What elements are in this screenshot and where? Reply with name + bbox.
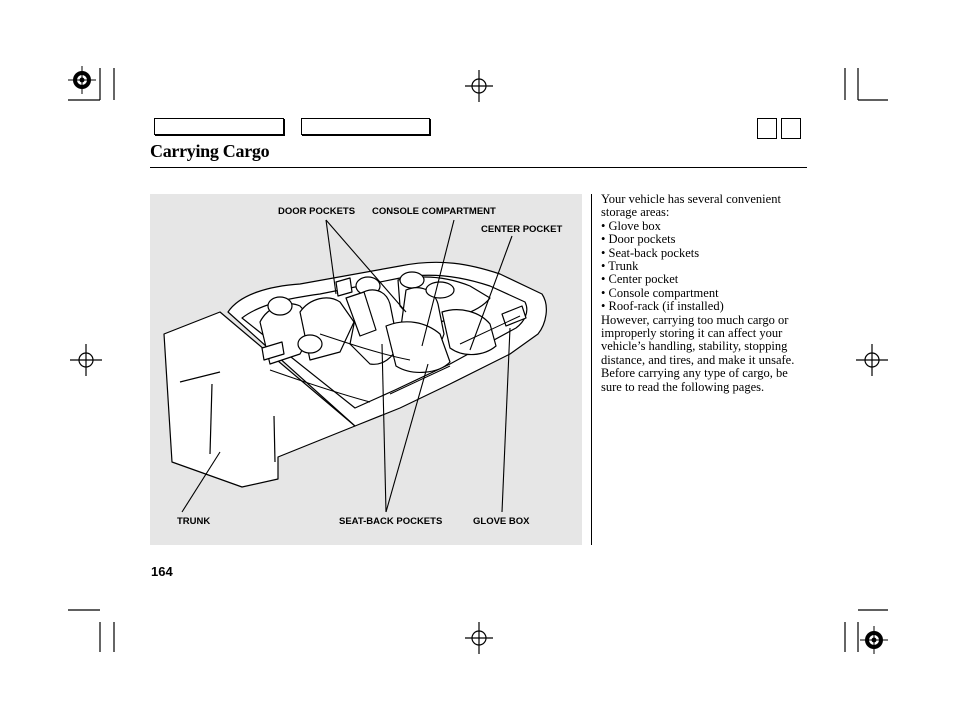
outro-paragraph: However, carrying too much cargo or impr… bbox=[601, 312, 795, 394]
nav-box-contents[interactable] bbox=[154, 118, 284, 135]
list-item: • Roof-rack (if installed) bbox=[601, 299, 724, 314]
body-text: Your vehicle has several convenient stor… bbox=[601, 192, 811, 394]
page-title: Carrying Cargo bbox=[150, 141, 270, 161]
page-number: 164 bbox=[151, 564, 173, 579]
callout-center-pocket: CENTER POCKET bbox=[481, 224, 563, 235]
list-item: • Console compartment bbox=[601, 285, 719, 300]
callout-seat-back-pockets: SEAT-BACK POCKETS bbox=[339, 516, 443, 527]
callout-console-compartment: CONSOLE COMPARTMENT bbox=[372, 206, 496, 217]
list-item: • Center pocket bbox=[601, 272, 679, 287]
callout-glove-box: GLOVE BOX bbox=[473, 516, 530, 527]
list-item: • Seat-back pockets bbox=[601, 245, 700, 260]
list-item: • Door pockets bbox=[601, 232, 676, 247]
car-interior-drawing bbox=[163, 219, 547, 513]
list-item: • Trunk bbox=[601, 259, 639, 274]
vehicle-interior-illustration: DOOR POCKETS CONSOLE COMPARTMENT CENTER … bbox=[150, 194, 582, 545]
list-item: • Glove box bbox=[601, 218, 661, 233]
nav-square-prev[interactable] bbox=[757, 118, 777, 139]
callout-trunk: TRUNK bbox=[177, 516, 211, 527]
intro-paragraph: Your vehicle has several convenient stor… bbox=[601, 192, 781, 220]
callout-door-pockets: DOOR POCKETS bbox=[278, 206, 356, 217]
title-rule bbox=[150, 167, 807, 168]
column-divider bbox=[591, 194, 592, 545]
nav-square-next[interactable] bbox=[781, 118, 801, 139]
nav-box-index[interactable] bbox=[301, 118, 430, 135]
